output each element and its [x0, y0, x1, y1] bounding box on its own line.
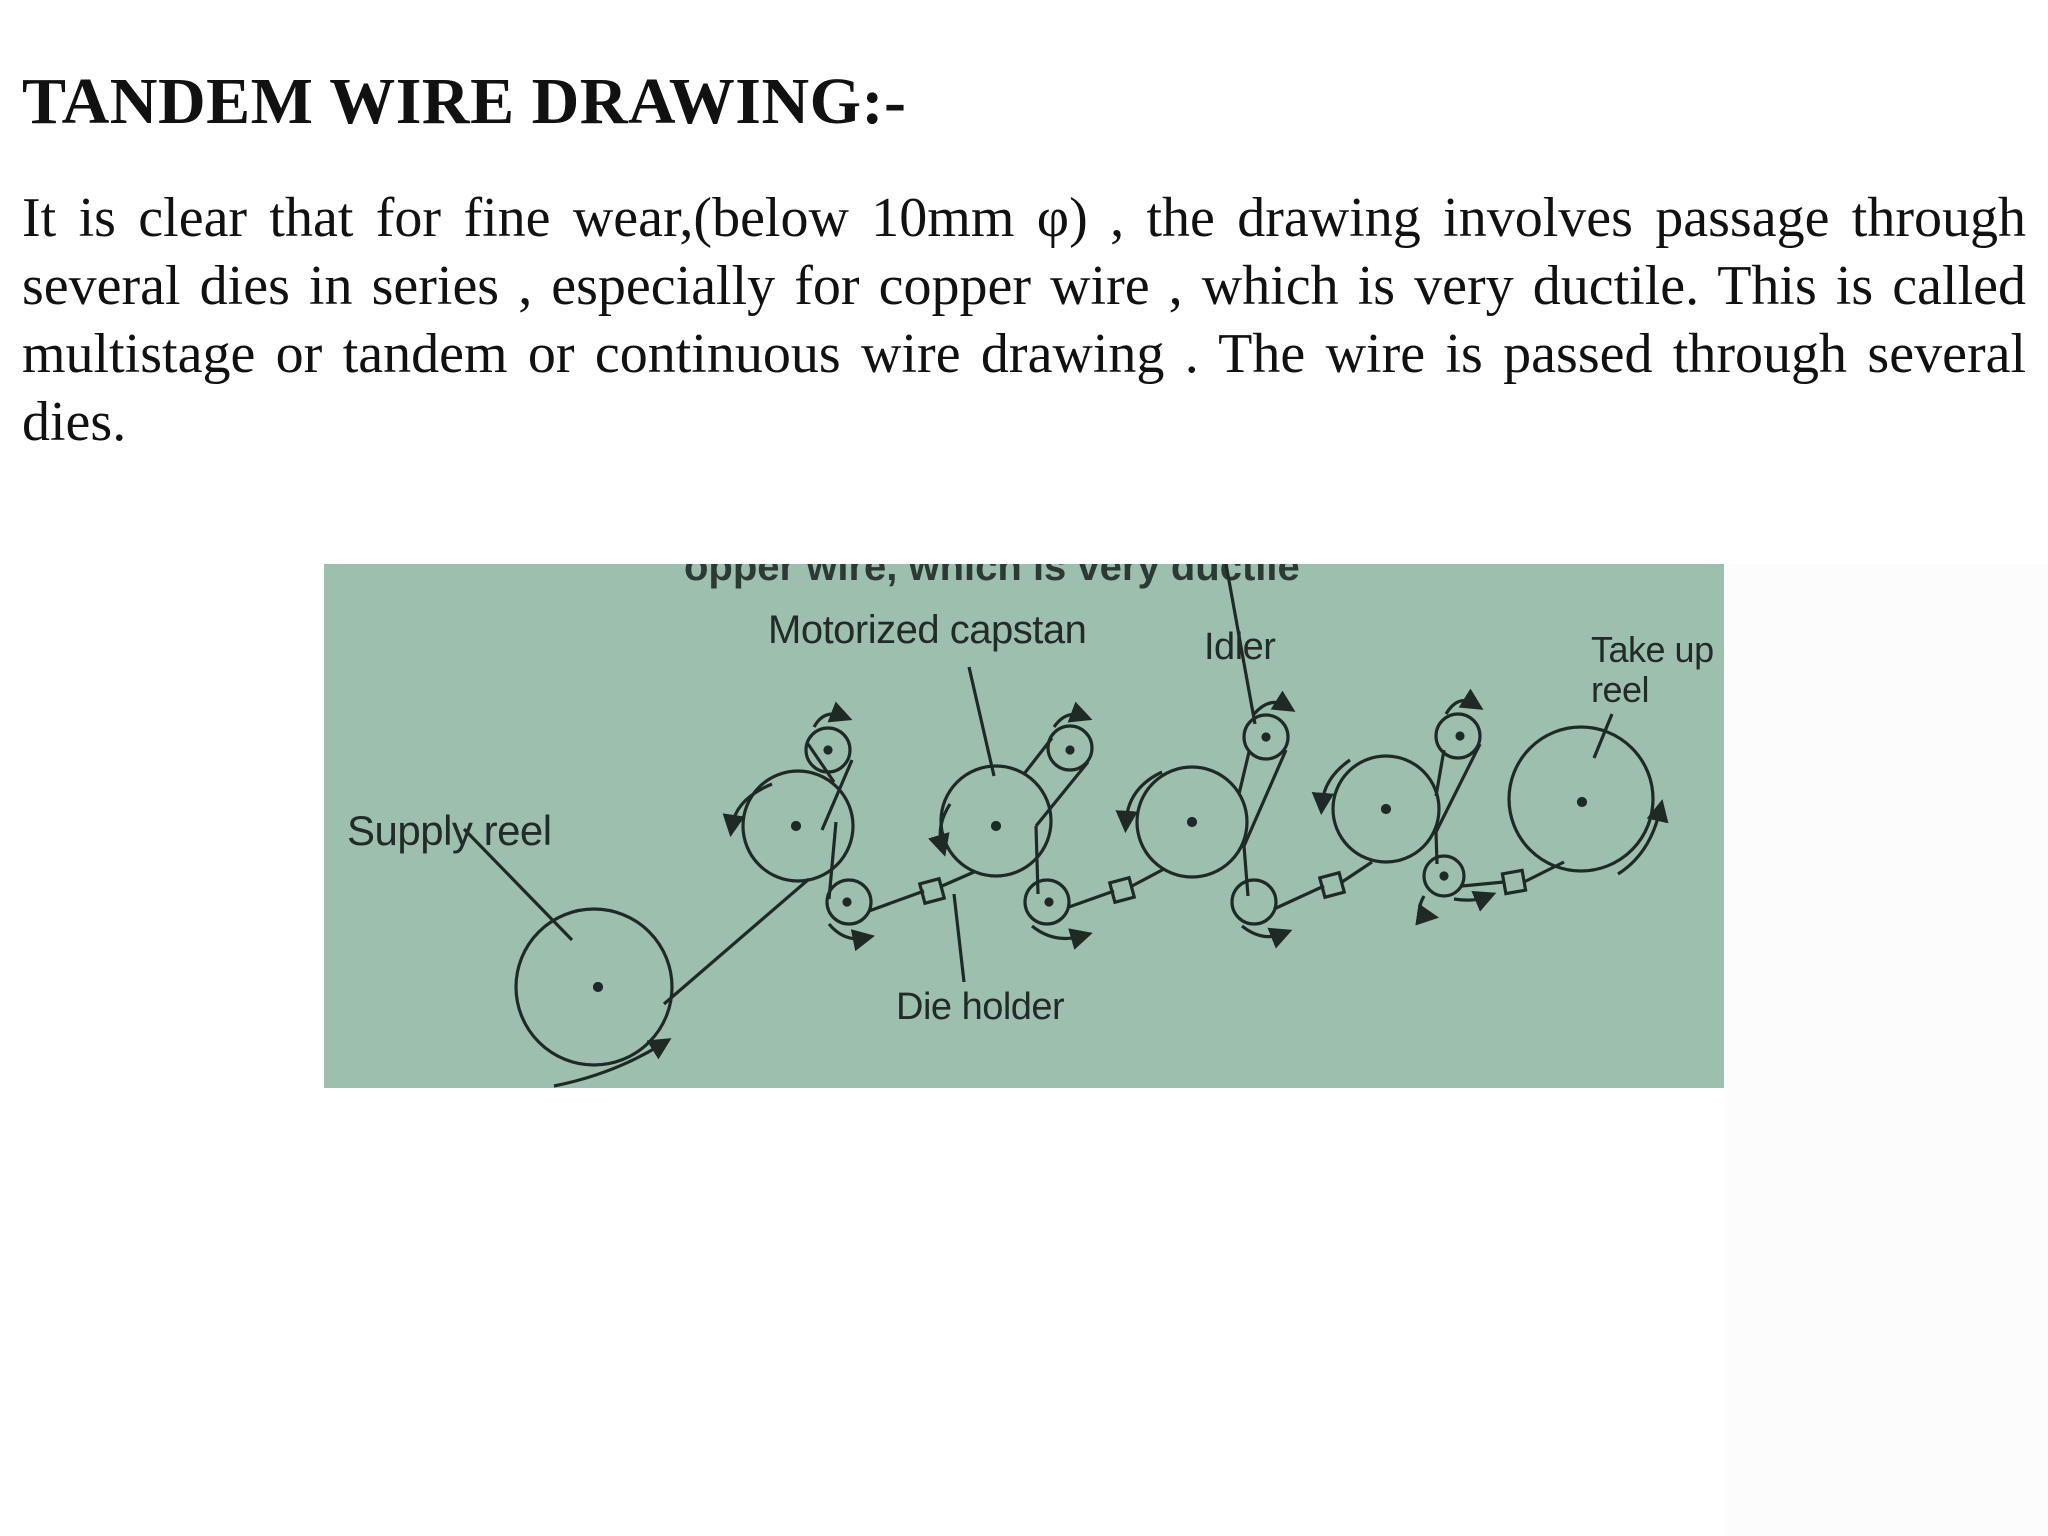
wire-segment — [662, 877, 811, 1006]
capstan-leader — [967, 666, 996, 777]
die-holder-leader — [952, 893, 966, 983]
slide-body-text: It is clear that for fine wear,(below 10… — [22, 187, 2026, 453]
diagram-drawing: opper wire, which is very ductile — [462, 564, 1669, 1088]
supply-reel-label: Supply reel — [347, 807, 552, 854]
cropped-book-text: opper wire, which is very ductile — [684, 564, 1300, 589]
die-holder-label: Die holder — [896, 986, 1065, 1028]
take-up-reel-label-line1: Take up — [1591, 629, 1714, 670]
take-up-reel-leader — [1592, 713, 1614, 759]
page-margin-strip — [1724, 564, 2048, 1536]
take-up-reel-wheel — [1507, 725, 1655, 873]
idler-label: Idler — [1204, 626, 1276, 668]
motorized-capstan-label: Motorized capstan — [768, 608, 1087, 652]
idler-leader — [1224, 564, 1257, 725]
take-up-reel-rotation-arrow — [1617, 799, 1669, 876]
tandem-wire-drawing-diagram: opper wire, which is very ductile — [324, 564, 1724, 1088]
slide-title: TANDEM WIRE DRAWING:- — [22, 65, 907, 138]
take-up-reel-label: Take up reel — [1591, 630, 1714, 710]
take-up-reel-label-line2: reel — [1591, 669, 1650, 710]
supply-reel-wheel — [514, 907, 674, 1067]
supply-reel-rotation-arrow — [553, 1038, 672, 1088]
supply-reel-leader — [462, 827, 574, 942]
